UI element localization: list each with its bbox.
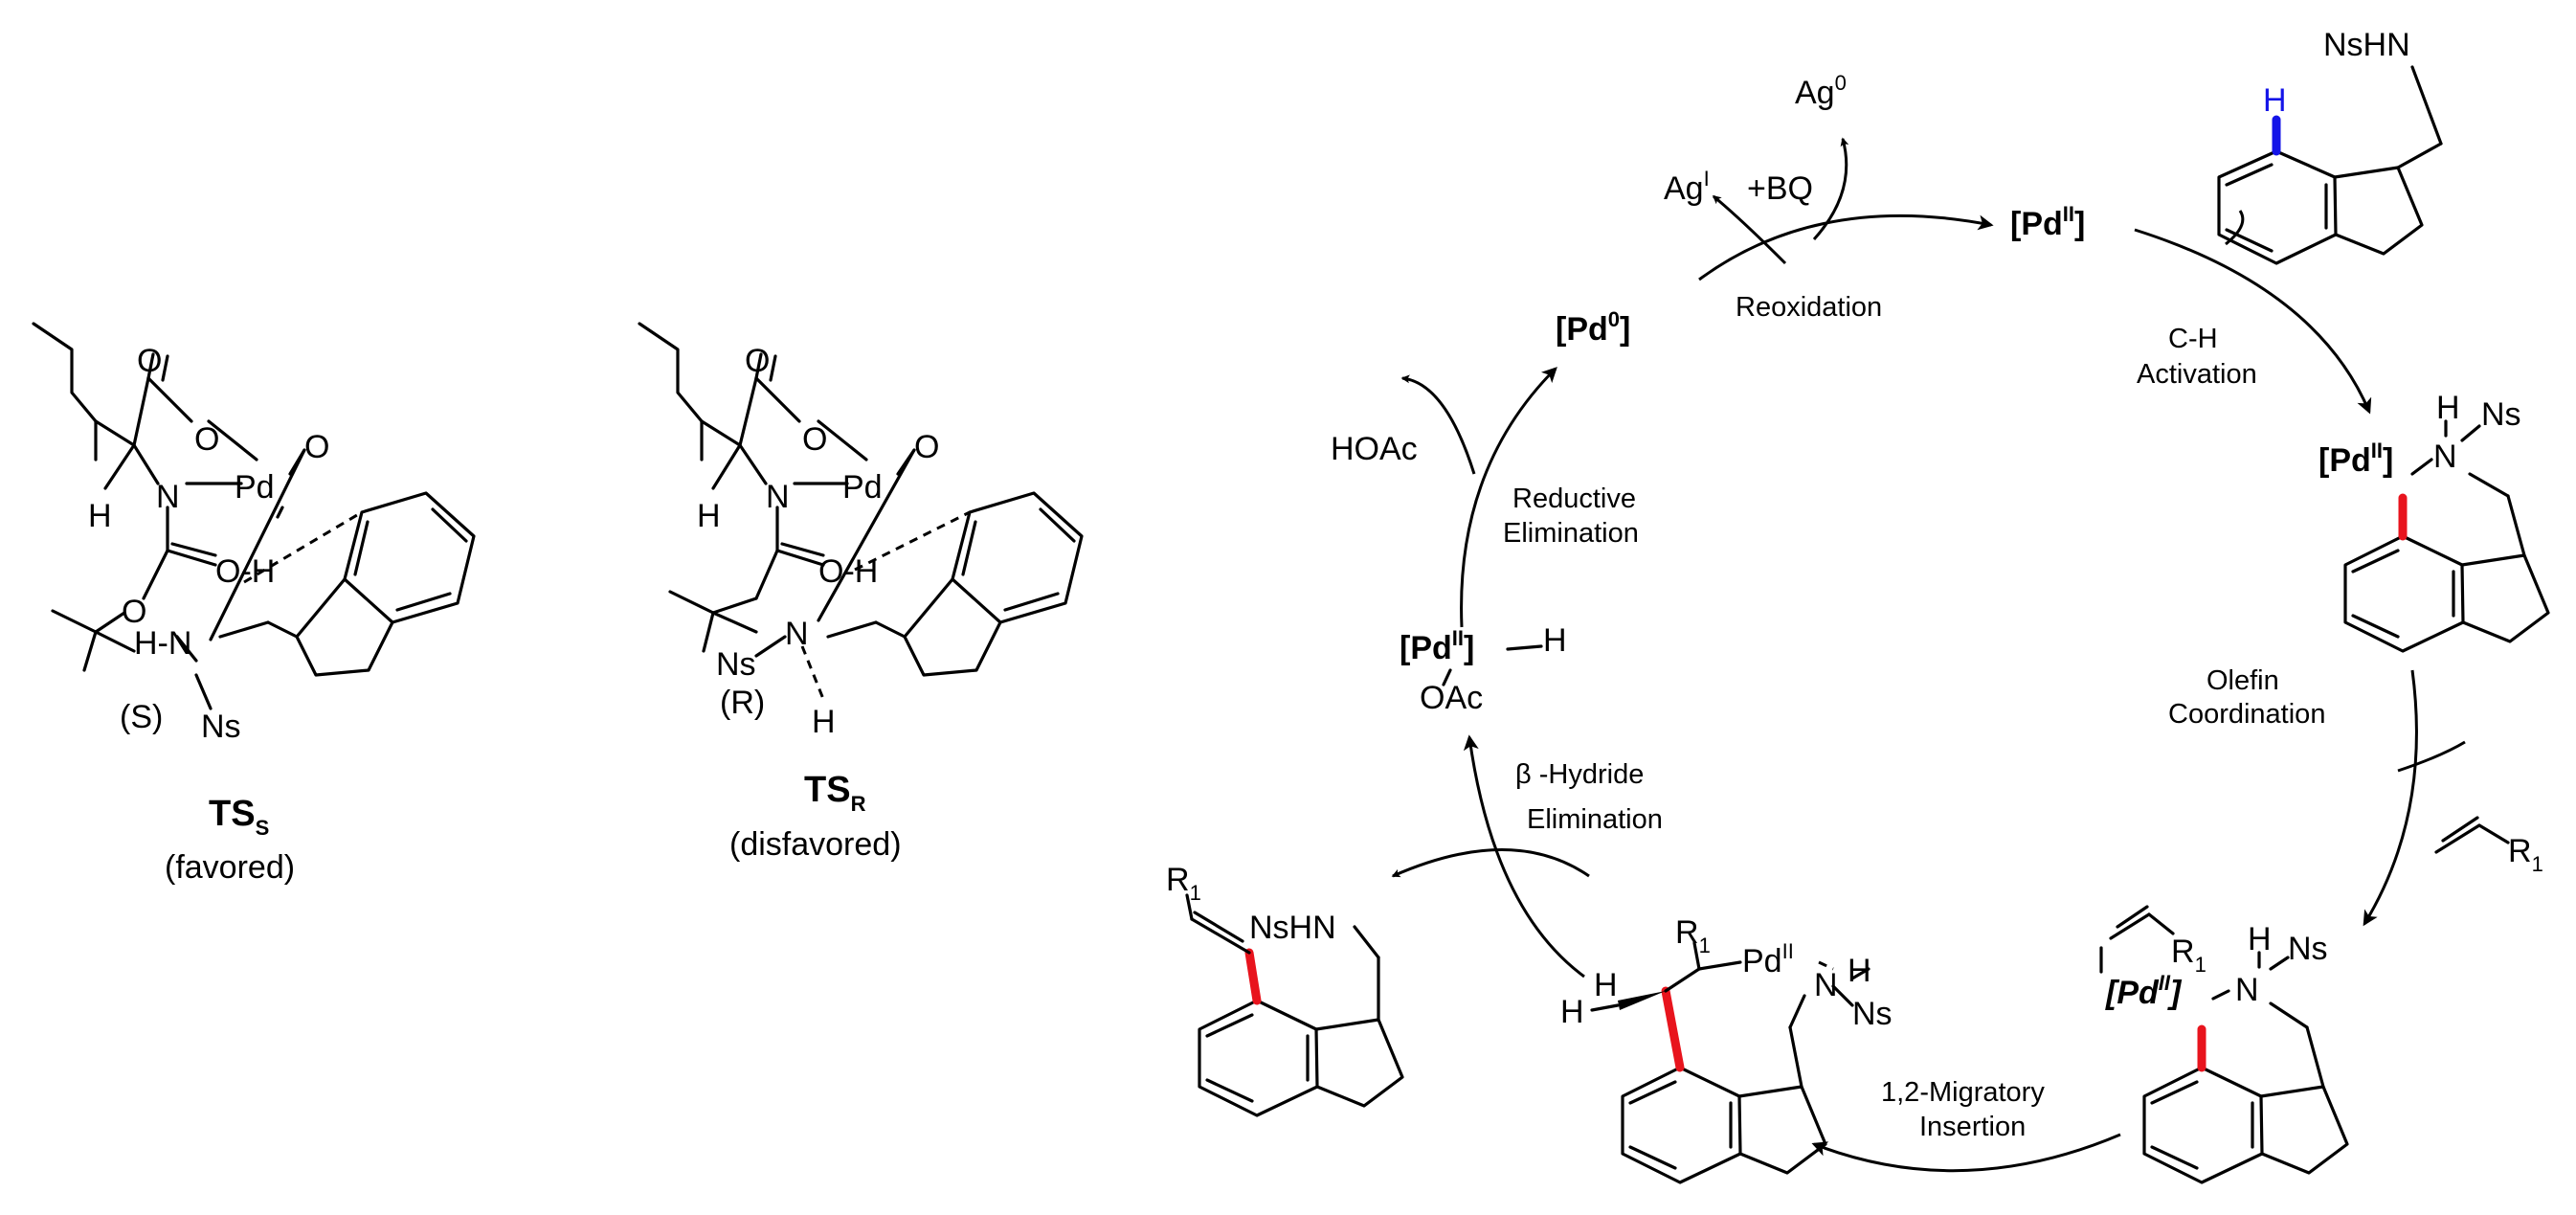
reagent-bq: +BQ <box>1747 170 1813 207</box>
atom-ns: Ns <box>1852 996 1893 1032</box>
pd-ii-olefin-label: [PdII] <box>2105 971 2183 1011</box>
step-migratory-line2: Insertion <box>1919 1112 2026 1142</box>
atom-h: H <box>2248 921 2272 957</box>
pd-ii-alkyl-label: PdII <box>1742 939 1794 979</box>
step-olefin-line1: Olefin <box>2206 665 2279 696</box>
atom-n: N <box>785 616 809 652</box>
nshn-label: NsHN <box>2323 27 2410 63</box>
atom-o: O <box>137 343 162 379</box>
step-ch-activation-line2: Activation <box>2137 359 2257 390</box>
pd-ii-hydride-label: [PdII] <box>1400 626 1474 666</box>
atom-h: H <box>697 498 721 534</box>
atom-pd: Pd <box>842 469 883 506</box>
pd-ii-palladacycle-label: [PdII] <box>2318 439 2393 479</box>
atom-o: O <box>122 594 146 630</box>
cycle-arrows <box>1391 137 2466 1173</box>
ts-r-title: TSR <box>804 770 866 816</box>
activated-h: H <box>2263 82 2287 119</box>
ts-r-labels: O O Pd O H N O-H N Ns H (R) TSR (disfavo… <box>697 343 939 863</box>
atom-ns: Ns <box>201 709 241 745</box>
reagent-hoac: HOAc <box>1331 431 1418 467</box>
atom-o: O <box>745 343 770 379</box>
step-beta-line1: β -Hydride <box>1515 759 1644 790</box>
ts-r-note: (disfavored) <box>729 826 902 863</box>
atom-n: N <box>156 479 180 515</box>
atom-h-n: H-N <box>134 625 191 662</box>
atom-h: H <box>2436 390 2460 426</box>
step-beta-line2: Elimination <box>1527 804 1663 835</box>
step-reductive-line1: Reductive <box>1512 484 1636 514</box>
step-migratory-line1: 1,2-Migratory <box>1881 1077 2045 1108</box>
atom-o: O <box>914 429 939 465</box>
olefin-structure: R1 <box>2434 816 2543 876</box>
atom-n: N <box>2433 439 2457 475</box>
r1-label: R1 <box>2171 934 2206 977</box>
atom-ns: Ns <box>2288 931 2328 967</box>
atom-o-h: O-H <box>215 553 275 590</box>
atom-h: H <box>1543 622 1567 659</box>
ts-r-structure <box>638 322 1084 700</box>
species-pd-0: [Pd0] <box>1556 307 1630 348</box>
atom-o-h: O-H <box>818 553 878 590</box>
species-pd-hydride: [PdII] H OAc <box>1400 622 1567 716</box>
step-olefin-line2: Coordination <box>2168 699 2325 730</box>
species-pd-ii-top: [PdII] <box>2010 202 2085 242</box>
atom-h: H <box>1594 967 1618 1003</box>
palladacycle-structure: [PdII] N H Ns <box>2318 390 2550 653</box>
atom-o: O <box>304 429 329 465</box>
pd-ii-label: [PdII] <box>2010 202 2085 242</box>
atom-pd: Pd <box>235 469 275 506</box>
r1-label: R1 <box>1675 914 1711 957</box>
atom-h: H <box>88 498 112 534</box>
atom-ns: Ns <box>716 646 756 683</box>
ts-s-structure <box>32 322 476 710</box>
r1-label: R1 <box>1166 862 1201 905</box>
atom-h: H <box>1848 953 1871 989</box>
atom-ns: Ns <box>2481 396 2521 433</box>
alkyl-pd-structure: H H R1 PdII N H Ns <box>1560 914 1893 1184</box>
ts-s-note: (favored) <box>165 849 295 886</box>
ts-s-title: TSS <box>209 794 269 840</box>
cycle-labels: AgI Ag0 +BQ Reoxidation C-H Activation O… <box>1331 71 2325 1142</box>
substrate-structure: NsHN H <box>2217 27 2443 265</box>
atom-n: N <box>1814 967 1838 1003</box>
ts-s-labels: O O Pd O H N O-H O H-N Ns (S) TSS (favor… <box>88 343 329 886</box>
reagent-ag-i: AgI <box>1664 167 1710 207</box>
atom-n: N <box>2235 972 2259 1008</box>
atom-n: N <box>766 479 790 515</box>
step-ch-activation-line1: C-H <box>2168 324 2218 354</box>
step-reductive-line2: Elimination <box>1503 518 1639 549</box>
atom-h: H <box>812 704 836 740</box>
atom-o: O <box>194 421 219 458</box>
stereo-label-r: (R) <box>720 685 765 721</box>
nshn-label: NsHN <box>1249 910 1336 946</box>
pd-0-label: [Pd0] <box>1556 307 1630 348</box>
stereo-label-s: (S) <box>120 699 163 735</box>
atom-h: H <box>1560 994 1584 1030</box>
step-reoxidation: Reoxidation <box>1736 292 1882 323</box>
acetate-label: OAc <box>1420 680 1483 716</box>
product-structure: R1 NsHN <box>1166 862 1404 1117</box>
reagent-ag-0: Ag0 <box>1795 71 1847 111</box>
atom-o: O <box>802 421 827 458</box>
olefin-complex-structure: R1 [PdII] N H Ns <box>2099 905 2349 1184</box>
r1-label: R1 <box>2508 833 2543 876</box>
